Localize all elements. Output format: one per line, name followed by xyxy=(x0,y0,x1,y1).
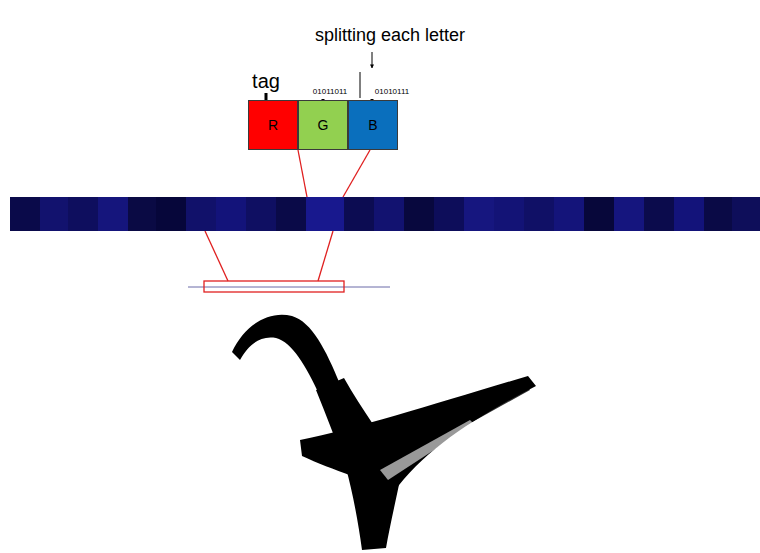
zoom-line xyxy=(298,150,307,197)
text-line xyxy=(188,287,390,288)
zoom-line xyxy=(318,231,333,281)
brush-character xyxy=(232,315,536,550)
heading-label: splitting each letter xyxy=(315,26,465,46)
channel-letter: G xyxy=(318,117,329,133)
binary-value: 01011011 xyxy=(313,88,347,97)
binary-value: 01010111 xyxy=(375,88,409,97)
split-arrow xyxy=(372,52,373,68)
selection-box xyxy=(204,281,344,292)
split-divider xyxy=(360,72,361,98)
channel-letter: B xyxy=(368,117,377,133)
zoom-line xyxy=(343,150,370,197)
red-channel-box: R xyxy=(248,100,298,150)
green-channel-box: G xyxy=(298,100,348,150)
channel-letter: R xyxy=(268,117,278,133)
blue-channel-box: B xyxy=(348,100,398,150)
zoom-line xyxy=(205,231,228,281)
pixel-strip xyxy=(10,197,760,231)
tag-label: tag xyxy=(252,70,280,92)
